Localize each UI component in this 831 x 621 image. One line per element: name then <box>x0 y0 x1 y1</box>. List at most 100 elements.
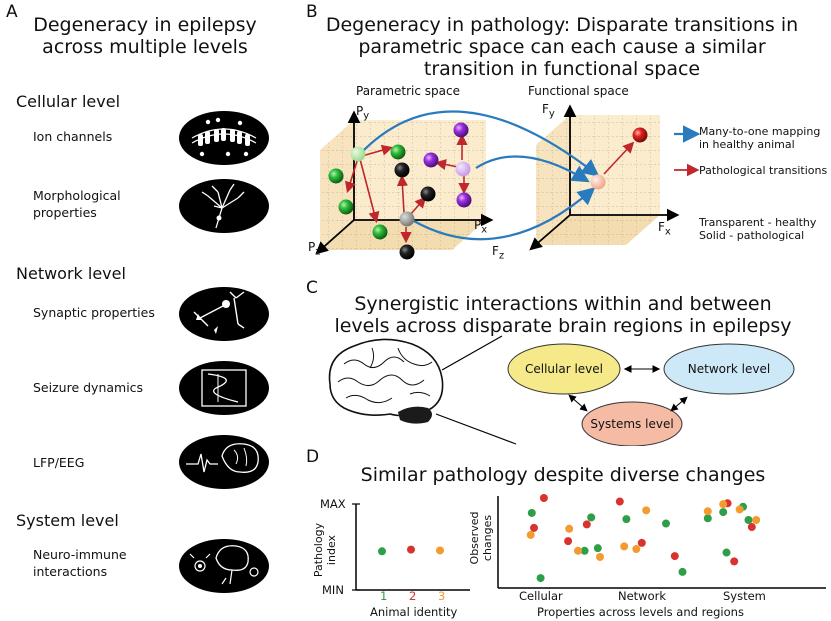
panel-b-title-line2: parametric space can each cause a simila… <box>358 36 766 58</box>
func-x-letter: F <box>658 220 665 234</box>
network-level-node <box>663 343 795 395</box>
observed-change-point <box>637 538 646 547</box>
observed-change-point <box>730 557 739 566</box>
observed-change-point <box>735 505 744 514</box>
func-x-sub: x <box>664 226 671 238</box>
y-min-label: MIN <box>322 583 344 597</box>
observed-change-point <box>593 544 602 553</box>
observed-change-point <box>703 514 712 523</box>
legend-red-text: Pathological transitions <box>699 164 828 177</box>
neuro-immune-icon <box>179 539 269 593</box>
param-axis-z: Pz <box>308 240 321 257</box>
network-level-label: Network level <box>687 362 771 376</box>
cellular-level-label: Cellular level <box>524 362 603 376</box>
observed-change-point <box>530 523 538 532</box>
observed-change-point <box>564 537 573 546</box>
func-axis-x: Fx <box>658 220 671 237</box>
observed-change-point <box>536 574 545 583</box>
panel-c-diagram <box>328 335 795 446</box>
observed-change-point <box>719 508 728 517</box>
morphological-properties-label: Morphological properties <box>33 187 121 221</box>
panel-b-title-line3: transition in functional space <box>423 58 701 80</box>
observed-change-point <box>622 515 631 524</box>
synaptic-properties-label: Synaptic properties <box>33 305 155 320</box>
param-z-sub: z <box>315 246 321 258</box>
red-pathology-arrows <box>345 133 635 244</box>
param-x-sub: x <box>481 224 488 236</box>
observed-change-point <box>703 507 712 516</box>
panel-c-title: Synergistic interactions within and betw… <box>318 293 808 337</box>
param-x-letter: P <box>474 218 482 232</box>
morphological-line1: Morphological <box>33 188 121 203</box>
observed-change-point <box>580 546 589 555</box>
observed-change-point <box>747 523 756 532</box>
animal-1-label: 1 <box>380 589 388 603</box>
brain-icon <box>328 338 444 424</box>
func-axis-y: Fy <box>542 102 555 119</box>
panel-a-title-line2: across multiple levels <box>42 36 248 58</box>
func-axis-z: Fz <box>492 244 504 261</box>
panel-c-letter: C <box>306 278 318 298</box>
seizure-dynamics-label: Seizure dynamics <box>33 380 144 395</box>
parameter-spheres <box>328 122 648 260</box>
morphological-line2: properties <box>33 205 97 220</box>
param-y-letter: P <box>356 104 364 118</box>
panel-a-title-line1: Degeneracy in epilepsy <box>33 14 257 36</box>
category-network-label: Network <box>618 589 667 603</box>
ylabel-line2: index <box>325 534 338 566</box>
cellular-level-heading: Cellular level <box>16 92 121 111</box>
param-y-sub: y <box>363 110 370 122</box>
panel-d-letter: D <box>306 447 320 467</box>
legend-note: Transparent - healthy Solid - pathologic… <box>699 216 816 242</box>
func-z-letter: F <box>492 244 499 258</box>
network-level-heading: Network level <box>16 264 126 283</box>
animal-3-point <box>436 546 444 555</box>
panel-b-letter: B <box>306 2 318 22</box>
observed-change-point <box>678 567 687 576</box>
func-y-letter: F <box>542 102 549 116</box>
observed-change-point <box>744 516 753 524</box>
observed-change-point <box>527 508 536 517</box>
legend-blue-text: Many-to-one mapping in healthy animal <box>699 125 820 151</box>
observed-change-point <box>722 548 731 557</box>
observed-line1: Observed <box>468 511 481 565</box>
blue-mapping-arrows <box>359 110 600 241</box>
func-z-sub: z <box>498 250 505 262</box>
ion-channel-icon <box>179 111 269 165</box>
y-max-label: MAX <box>320 497 346 511</box>
legend-blue-line1: Many-to-one mapping <box>699 125 821 138</box>
panel-b-diagram <box>315 104 701 260</box>
observed-change-point <box>670 552 679 561</box>
neuron-morphology-icon <box>179 179 269 233</box>
func-y-sub: y <box>548 108 555 120</box>
pathology-index-ylabel: Pathology index <box>312 520 338 580</box>
neuro-immune-label: Neuro-immune interactions <box>33 546 127 580</box>
observed-change-point <box>526 530 535 539</box>
system-level-heading: System level <box>16 511 119 530</box>
observed-change-point <box>615 497 624 506</box>
observed-change-point <box>582 520 591 529</box>
observed-change-point <box>719 500 728 509</box>
panel-d-title: Similar pathology despite diverse change… <box>360 464 766 486</box>
legend-blue-line2: in healthy animal <box>699 138 795 151</box>
panel-c-title-line1: Synergistic interactions within and betw… <box>354 293 772 315</box>
panel-a-letter: A <box>6 2 18 22</box>
observed-change-point <box>565 524 574 533</box>
ylabel-line1: Pathology <box>312 522 325 578</box>
animal-1-point <box>378 547 386 556</box>
systems-level-node <box>581 401 683 446</box>
panel-a-title: Degeneracy in epilepsy across multiple l… <box>0 14 290 58</box>
animal-3-label: 3 <box>438 589 446 603</box>
eeg-brain-icon <box>179 435 269 489</box>
properties-xlabel: Properties across levels and regions <box>537 605 744 619</box>
observed-changes-ylabel: Observed changes <box>468 498 494 578</box>
legend-note-line1: Transparent - healthy <box>699 216 817 229</box>
panel-c-title-line2: levels across disparate brain regions in… <box>334 315 792 337</box>
param-axis-x: Px <box>474 218 487 235</box>
cellular-level-node <box>507 343 621 395</box>
observed-change-point <box>620 542 629 551</box>
observed-change-point <box>662 519 670 528</box>
pathology-index-chart <box>352 503 470 591</box>
category-system-label: System <box>723 589 766 603</box>
neuro-immune-line2: interactions <box>33 564 108 579</box>
